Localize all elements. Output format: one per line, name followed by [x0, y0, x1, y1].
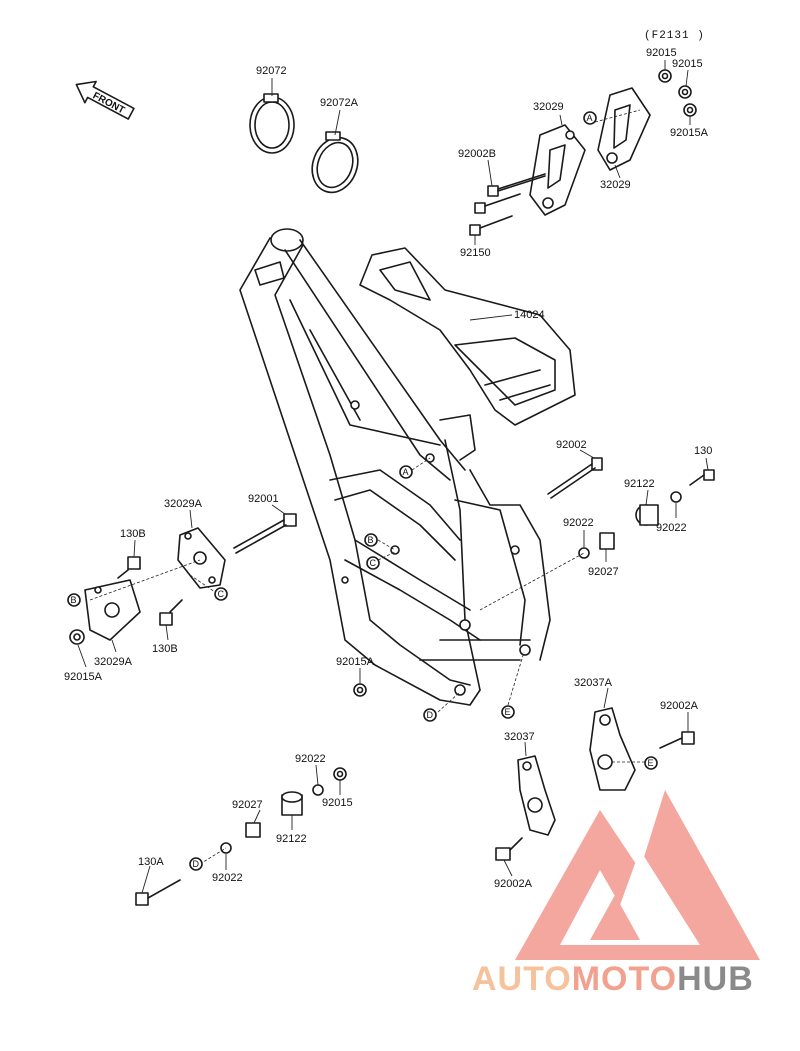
spacer-92122-low [281, 791, 303, 816]
ref-circle-d-bottom: D [189, 857, 203, 871]
ref-circle-d-frame: D [423, 708, 437, 722]
part-labels: 92072 92072A 92015 92015 92015A 32029 32… [64, 47, 712, 890]
bolt-92150 [469, 215, 513, 236]
label-130A: 130A [138, 856, 164, 868]
bolt-92001 [233, 513, 297, 554]
bracket-32029-left [529, 124, 586, 216]
label-92122-right: 92122 [624, 478, 655, 490]
watermark-moto: MOTO [571, 960, 678, 998]
svg-text:B: B [368, 535, 374, 545]
collar-92027-low [245, 822, 261, 838]
assembly-dash-lines [89, 109, 650, 865]
watermark-text: AUTOMOTOHUB [472, 960, 754, 999]
ref-circle-a-frame: A [399, 465, 413, 479]
watermark-logo-icon [515, 790, 760, 960]
bracket-32037A [589, 707, 636, 791]
label-130B-top: 130B [120, 528, 146, 540]
label-92150: 92150 [460, 247, 491, 259]
svg-text:E: E [505, 707, 511, 717]
nut-92015A-left [69, 629, 85, 645]
spacer-92122-right [635, 504, 659, 526]
label-92022-right: 92022 [656, 522, 687, 534]
label-92027-low: 92027 [232, 799, 263, 811]
leader-lines [77, 60, 709, 894]
label-92002B: 92002B [458, 148, 496, 160]
bolt-92002A-right [659, 731, 695, 749]
label-92015-low: 92015 [322, 797, 353, 809]
label-130B-bottom: 130B [152, 643, 178, 655]
ref-circle-e-frame: E [501, 705, 515, 719]
label-92001: 92001 [248, 493, 279, 505]
label-92015-b: 92015 [672, 58, 703, 70]
label-32029-top1: 32029 [533, 101, 564, 113]
svg-text:C: C [218, 589, 225, 599]
label-92022-mid: 92022 [563, 517, 594, 529]
label-92022-low: 92022 [295, 753, 326, 765]
svg-text:B: B [71, 595, 77, 605]
bracket-32037 [517, 755, 556, 836]
clamp-band-92072 [249, 93, 295, 154]
diagram-code: (F2131 ) [644, 30, 705, 42]
label-92122-low: 92122 [276, 833, 307, 845]
motorcycle-frame [239, 228, 551, 706]
front-arrow-icon: FRONT [75, 80, 135, 120]
ref-circle-e-right: E [644, 756, 658, 770]
label-92015A-left: 92015A [64, 671, 103, 683]
skid-plate-14024 [359, 247, 576, 426]
svg-text:C: C [370, 558, 377, 568]
nut-92015A-top [683, 103, 697, 117]
watermark-auto: AUTO [472, 960, 572, 998]
washer-92022-mid [578, 547, 590, 559]
label-92015A-mid: 92015A [336, 656, 375, 668]
label-32029A-top: 32029A [164, 498, 203, 510]
label-92022-bottom: 92022 [212, 872, 243, 884]
svg-text:D: D [193, 859, 200, 869]
ref-circle-a-top: A [583, 111, 597, 125]
ref-circle-c-left: C [214, 587, 228, 601]
label-92002A-bottom: 92002A [494, 878, 533, 890]
label-92015A-top: 92015A [670, 127, 709, 139]
plate-32029A-bottom [84, 579, 141, 641]
label-32037: 32037 [504, 731, 535, 743]
bolt-130B-bottom [159, 599, 183, 626]
svg-text:D: D [427, 710, 434, 720]
label-130-right: 130 [694, 445, 712, 457]
collar-92027-mid [599, 532, 615, 550]
bolt-92002B-2 [474, 193, 521, 214]
svg-text:E: E [648, 758, 654, 768]
bolt-130B-top [117, 556, 141, 579]
bolt-130-right [689, 469, 715, 486]
plate-32029A-top [177, 527, 226, 589]
label-92002A-right: 92002A [660, 700, 699, 712]
label-32029-top2: 32029 [600, 179, 631, 191]
bolt-92002A-bottom [495, 837, 523, 861]
washer-92022-low [312, 784, 324, 796]
label-14024: 14024 [514, 309, 545, 321]
bracket-32029-right [597, 87, 651, 171]
watermark-hub: HUB [677, 960, 754, 998]
nut-92015-a [658, 69, 672, 83]
label-92015-a: 92015 [646, 47, 677, 59]
label-92002: 92002 [556, 439, 587, 451]
svg-text:A: A [403, 467, 409, 477]
label-32037A: 32037A [574, 677, 613, 689]
ref-circle-b-frame: B [364, 533, 378, 547]
svg-text:A: A [587, 113, 593, 123]
bolt-92002-long [547, 457, 603, 499]
label-92072: 92072 [256, 65, 287, 77]
label-32029A-bottom: 32029A [94, 656, 133, 668]
ref-circle-b-left: B [67, 593, 81, 607]
nut-92015A-mid [353, 683, 367, 697]
washer-92022-right [670, 491, 682, 503]
ref-circle-c-frame: C [366, 556, 380, 570]
nut-92015-b [678, 85, 692, 99]
clamp-band-92072A [311, 131, 359, 194]
nut-92015-low [333, 767, 347, 781]
bolt-92002B [487, 173, 546, 197]
label-92027-mid: 92027 [588, 566, 619, 578]
label-92072A: 92072A [320, 97, 359, 109]
